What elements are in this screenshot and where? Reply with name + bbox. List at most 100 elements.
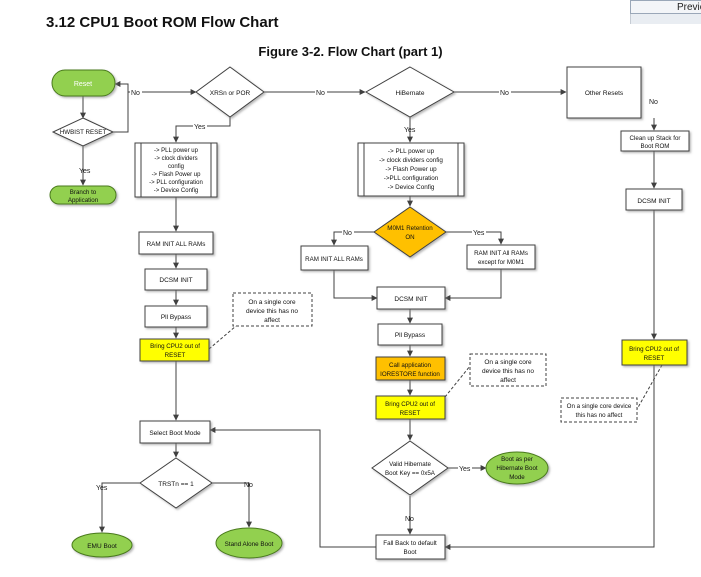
label-trstn-no: No	[244, 482, 253, 489]
note-left: On a single core device this has no affe…	[232, 292, 313, 327]
node-dcsm-left: DCSM INIT	[144, 268, 208, 291]
svg-text:-> clock dividers config: -> clock dividers config	[379, 157, 443, 164]
svg-text:Call application: Call application	[389, 362, 432, 369]
label-xrsn-yes: Yes	[194, 124, 206, 131]
previous-button[interactable]: Previo	[630, 0, 701, 14]
node-ram-mid-left: RAM INIT ALL RAMs	[300, 245, 369, 271]
label-hwbist-no: No	[131, 90, 140, 97]
node-init-mid: -> PLL power up -> clock dividers config…	[357, 142, 465, 197]
label-hib-yes: Yes	[404, 127, 416, 134]
svg-text:Boot as per: Boot as per	[501, 456, 533, 463]
svg-text:Fall Back to default: Fall Back to default	[383, 540, 437, 547]
svg-text:-> PLL configuration: -> PLL configuration	[149, 180, 203, 186]
svg-text:except for M0M1: except for M0M1	[478, 259, 525, 266]
node-dcsm-right: DCSM INIT	[625, 188, 683, 211]
svg-text:Bring CPU2 out of: Bring CPU2 out of	[385, 401, 435, 408]
label-valid-no: No	[405, 516, 414, 523]
svg-text:Hibernate Boot: Hibernate Boot	[496, 465, 538, 472]
node-xrsn: XRSn or POR	[195, 66, 265, 118]
node-ram-left: RAM INIT ALL RAMs	[138, 231, 214, 255]
label-hib-no: No	[500, 90, 509, 97]
svg-text:XRSn or POR: XRSn or POR	[210, 90, 251, 97]
label-valid-yes: Yes	[459, 466, 471, 473]
svg-text:Bring CPU2 out of: Bring CPU2 out of	[629, 346, 679, 353]
svg-text:HWBIST RESET: HWBIST RESET	[60, 129, 107, 136]
svg-text:config: config	[168, 164, 184, 170]
svg-text:Pll Bypass: Pll Bypass	[161, 314, 192, 321]
svg-text:Boot: Boot	[404, 549, 417, 556]
edge-raml-dcsmm	[333, 270, 378, 301]
svg-text:Mode: Mode	[509, 474, 525, 481]
svg-text:TRSTn == 1: TRSTn == 1	[158, 481, 194, 488]
node-init-left: -> PLL power up -> clock dividers config…	[134, 142, 218, 198]
label-m0m1-no: No	[343, 230, 352, 237]
svg-text:device this has no: device this has no	[482, 368, 534, 375]
label-trstn-yes: Yes	[96, 485, 108, 492]
node-pll-left: Pll Bypass	[144, 305, 208, 328]
node-fallback: Fall Back to default Boot	[375, 534, 446, 560]
node-standalone-boot: Stand Alone Boot	[215, 527, 283, 559]
svg-text:HiBernate: HiBernate	[396, 90, 425, 97]
svg-text:Stand Alone Boot: Stand Alone Boot	[225, 541, 274, 548]
label-other-no: No	[649, 99, 658, 106]
svg-text:Boot Key == 0x5A: Boot Key == 0x5A	[385, 470, 436, 477]
node-valid-key: Valid Hibernate Boot Key == 0x5A	[371, 440, 449, 496]
node-dcsm-mid: DCSM INIT	[376, 286, 446, 310]
svg-text:-> PLL power up: -> PLL power up	[154, 148, 199, 154]
node-hibernate: HiBernate	[364, 66, 456, 118]
svg-text:this has no affect: this has no affect	[576, 412, 623, 419]
svg-text:RESET: RESET	[400, 410, 421, 417]
svg-text:RESET: RESET	[644, 355, 665, 362]
note-right: On a single core device this has no affe…	[560, 397, 638, 423]
edge-cpu2r-fallback	[444, 365, 655, 550]
svg-text:-> PLL power up: -> PLL power up	[388, 148, 435, 155]
svg-text:affect: affect	[500, 377, 516, 384]
svg-text:DCSM INIT: DCSM INIT	[394, 296, 427, 303]
svg-text:Reset: Reset	[74, 81, 92, 88]
svg-text:->PLL configuration: ->PLL configuration	[384, 175, 439, 182]
edge-note-right	[635, 364, 663, 412]
svg-text:Branch to: Branch to	[70, 189, 97, 196]
node-boot-hibernate: Boot as per Hibernate Boot Mode	[485, 451, 549, 485]
label-m0m1-yes: Yes	[473, 230, 485, 237]
svg-text:-> Device Config: -> Device Config	[154, 188, 199, 194]
svg-text:On a single core: On a single core	[248, 299, 296, 306]
svg-text:IORESTORE function: IORESTORE function	[380, 371, 440, 378]
node-cpu2-mid: Bring CPU2 out of RESET	[375, 395, 446, 420]
previous-button-label: Previo	[677, 2, 701, 13]
section-heading: 3.12 CPU1 Boot ROM Flow Chart	[46, 14, 279, 31]
svg-text:Other Resets: Other Resets	[585, 90, 624, 97]
edge-fallback-select	[209, 427, 376, 548]
svg-text:-> Device Config: -> Device Config	[388, 184, 435, 191]
svg-text:affect: affect	[264, 317, 280, 324]
edge-ramr-dcsmm	[444, 268, 502, 301]
edge-note-mid	[444, 365, 471, 398]
node-pll-mid: Pll Bypass	[377, 323, 443, 346]
edge-hwbist-loop	[113, 81, 129, 133]
svg-text:RAM INIT ALL RAMs: RAM INIT ALL RAMs	[305, 256, 363, 263]
node-cpu2-right: Bring CPU2 out of RESET	[621, 339, 688, 366]
svg-text:On a single core: On a single core	[484, 359, 532, 366]
edge-m0m1-ramr	[446, 231, 504, 245]
svg-text:Application: Application	[68, 197, 99, 204]
svg-text:Bring CPU2 out of: Bring CPU2 out of	[150, 343, 200, 350]
svg-text:Boot ROM: Boot ROM	[641, 143, 670, 150]
edge-note-left	[208, 325, 237, 350]
figure-title: Figure 3-2. Flow Chart (part 1)	[258, 44, 443, 59]
label-xrsn-no: No	[316, 90, 325, 97]
node-branch: Branch to Application	[49, 185, 117, 205]
edge-trstn-stand	[212, 482, 252, 528]
edge-m0m1-raml	[331, 231, 374, 246]
svg-text:RAM INIT ALL RAMs: RAM INIT ALL RAMs	[147, 241, 206, 248]
label-hwbist-yes: Yes	[79, 168, 91, 175]
svg-text:RESET: RESET	[165, 352, 186, 359]
node-cpu2-left: Bring CPU2 out of RESET	[139, 338, 210, 362]
node-cleanup: Clean up Stack for Boot ROM	[620, 130, 690, 152]
svg-text:DCSM INIT: DCSM INIT	[637, 198, 670, 205]
svg-text:RAM INIT All RAMs: RAM INIT All RAMs	[474, 250, 528, 257]
node-other-resets: Other Resets	[566, 66, 642, 119]
svg-text:Select Boot Mode: Select Boot Mode	[149, 430, 201, 437]
svg-text:M0M1 Retention: M0M1 Retention	[387, 225, 433, 232]
node-emu-boot: EMU Boot	[71, 532, 133, 558]
